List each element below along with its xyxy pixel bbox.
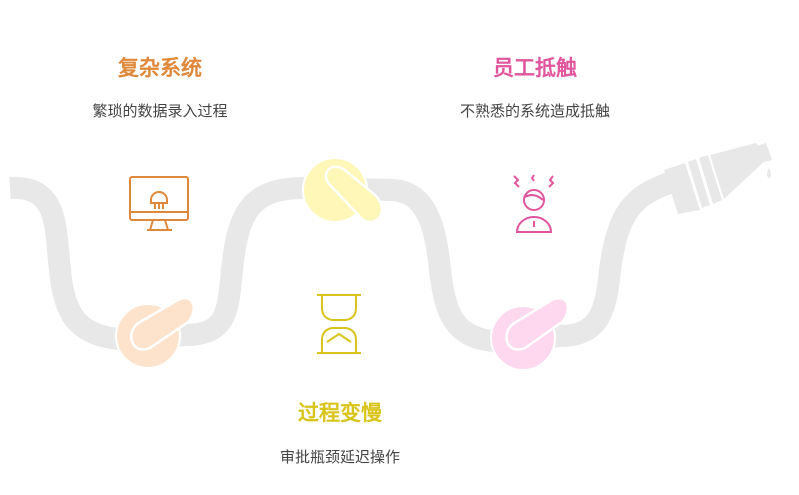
knot-yellow — [302, 157, 383, 224]
knot-orange — [115, 296, 195, 369]
stressed-person-icon — [513, 174, 555, 233]
item-desc: 审批瓶颈延迟操作 — [279, 448, 400, 466]
item-desc: 不熟悉的系统造成抵触 — [459, 102, 610, 120]
hose-nozzle — [664, 143, 772, 214]
hourglass-icon — [317, 294, 361, 354]
monitor-skull-icon — [129, 176, 189, 231]
item-title: 复杂系统 — [118, 56, 202, 80]
item-title: 过程变慢 — [298, 401, 382, 425]
item-title: 员工抵触 — [493, 56, 577, 80]
item-desc: 繁琐的数据录入过程 — [92, 102, 228, 120]
knot-pink — [490, 296, 570, 371]
